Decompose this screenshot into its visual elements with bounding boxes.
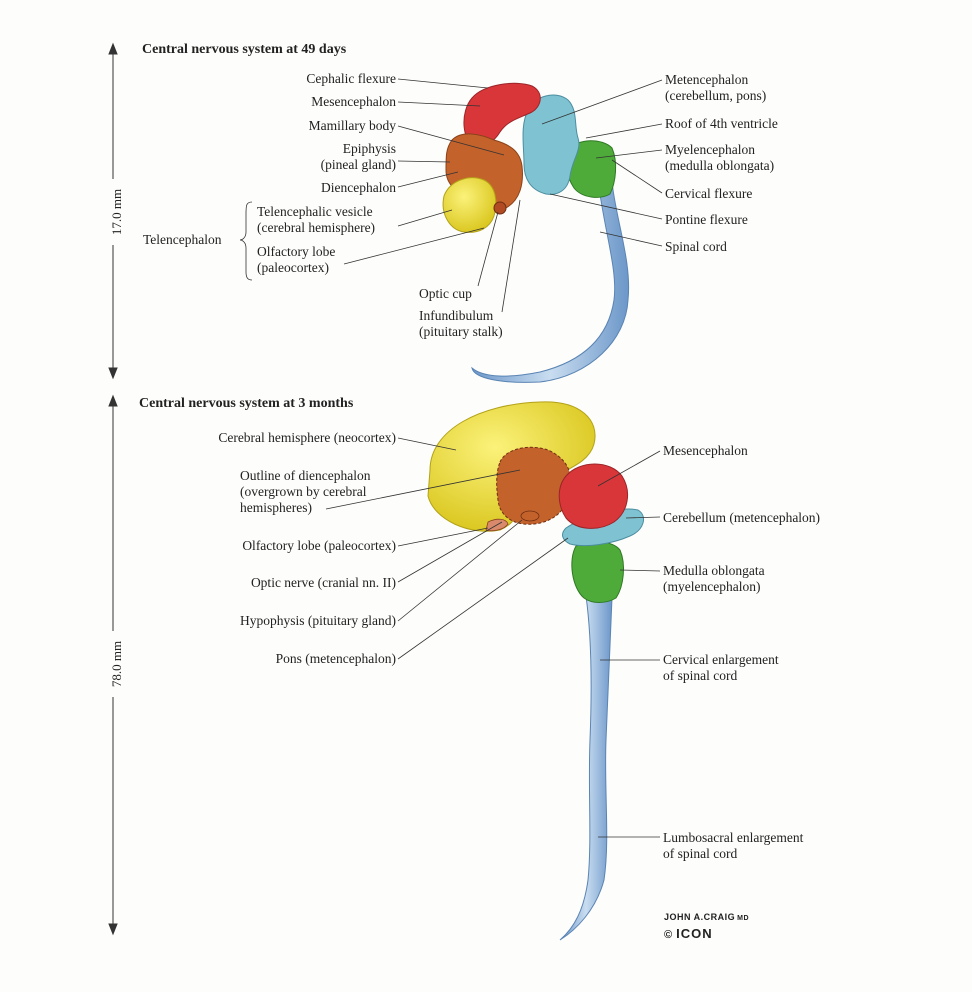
- embryo-49-days-drawing: [442, 82, 630, 383]
- leader-lines-49: [239, 78, 663, 313]
- label-cervical-line2: of spinal cord: [663, 668, 738, 683]
- signature-suffix: MD: [737, 915, 750, 922]
- label-lumbosacral-line1: Lumbosacral enlargement: [663, 830, 804, 845]
- metencephalon-49: [522, 94, 580, 195]
- label-telencephalon: Telencephalon: [143, 232, 222, 247]
- leader-lines-3m: [325, 437, 661, 838]
- label-spinal-cord-49: Spinal cord: [665, 239, 727, 254]
- spinal-cord-3m: [559, 595, 613, 941]
- label-cephalic-flexure: Cephalic flexure: [306, 71, 396, 86]
- hypophysis-3m: [520, 510, 540, 522]
- label-diencephalon-49: Diencephalon: [321, 180, 396, 195]
- signature-artist: JOHN A.CRAIG: [664, 912, 736, 922]
- label-olfactory-lobe-line1: Olfactory lobe: [257, 244, 336, 259]
- label-cerebral-hemisphere: Cerebral hemisphere (neocortex): [218, 430, 396, 445]
- label-infundibulum: Infundibulum (pituitary stalk): [419, 308, 503, 340]
- scale-label-49-days: 17.0 mm: [109, 179, 125, 245]
- label-hypophysis: Hypophysis (pituitary gland): [240, 613, 396, 628]
- label-epiphysis: Epiphysis (pineal gland): [321, 141, 396, 173]
- label-metencephalon-49: Metencephalon (cerebellum, pons): [665, 72, 766, 104]
- copyright-symbol: ©: [664, 929, 673, 941]
- label-roof-4th-ventricle: Roof of 4th ventricle: [665, 116, 778, 131]
- scale-label-3-months: 78.0 mm: [109, 631, 125, 697]
- label-telencephalic-vesicle-line1: Telencephalic vesicle: [257, 204, 373, 219]
- label-metencephalon-line1: Metencephalon: [665, 72, 749, 87]
- publisher-mark: © ICON: [664, 926, 713, 941]
- label-cervical-line1: Cervical enlargement: [663, 652, 779, 667]
- publisher-logo: ICON: [676, 926, 713, 941]
- panel-title-49-days: Central nervous system at 49 days: [142, 42, 347, 57]
- label-medulla-oblongata: Medulla oblongata (myelencephalon): [663, 563, 765, 595]
- label-olfactory-lobe-line2: (paleocortex): [257, 260, 329, 275]
- label-pontine-flexure: Pontine flexure: [665, 212, 748, 227]
- label-cerebellum: Cerebellum (metencephalon): [663, 510, 821, 525]
- medulla-3m: [571, 541, 624, 603]
- label-infundibulum-line1: Infundibulum: [419, 308, 494, 323]
- optic-cup-49: [493, 201, 507, 215]
- label-telencephalic-vesicle: Telencephalic vesicle (cerebral hemisphe…: [257, 204, 375, 236]
- telencephalic-vesicle-49: [442, 177, 497, 233]
- label-optic-nerve: Optic nerve (cranial nn. II): [250, 575, 396, 590]
- label-lumbosacral-enlargement: Lumbosacral enlargement of spinal cord: [663, 830, 803, 862]
- label-epiphysis-line1: Epiphysis: [342, 141, 396, 156]
- label-outline-diencephalon-line1: Outline of diencephalon: [240, 468, 371, 483]
- label-myelencephalon-line2: (medulla oblongata): [665, 158, 775, 173]
- label-metencephalon-line2: (cerebellum, pons): [665, 88, 767, 103]
- label-medulla-line2: (myelencephalon): [663, 579, 761, 594]
- label-medulla-line1: Medulla oblongata: [663, 563, 765, 578]
- label-myelencephalon-line1: Myelencephalon: [665, 142, 755, 157]
- label-cervical-flexure: Cervical flexure: [665, 186, 753, 201]
- label-pons: Pons (metencephalon): [275, 651, 396, 666]
- embryo-3-months-drawing: [427, 401, 645, 941]
- label-epiphysis-line2: (pineal gland): [320, 157, 396, 172]
- label-outline-diencephalon-line3: hemispheres): [240, 500, 312, 515]
- spinal-cord-49: [471, 179, 630, 383]
- label-mesencephalon-49: Mesencephalon: [311, 94, 396, 109]
- label-olfactory-lobe-49: Olfactory lobe (paleocortex): [257, 244, 335, 276]
- label-outline-diencephalon-line2: (overgrown by cerebral: [240, 484, 367, 499]
- label-cervical-enlargement: Cervical enlargement of spinal cord: [663, 652, 779, 684]
- label-myelencephalon-49: Myelencephalon (medulla oblongata): [665, 142, 774, 174]
- label-mesencephalon-3m: Mesencephalon: [663, 443, 748, 458]
- mesencephalon-3m: [558, 463, 629, 529]
- label-mamillary-body: Mamillary body: [308, 118, 396, 133]
- label-infundibulum-line2: (pituitary stalk): [419, 324, 503, 339]
- label-lumbosacral-line2: of spinal cord: [663, 846, 738, 861]
- diencephalon-outline-3m: [496, 446, 572, 525]
- label-olfactory-lobe-3m: Olfactory lobe (paleocortex): [242, 538, 396, 553]
- label-outline-diencephalon: Outline of diencephalon (overgrown by ce…: [240, 468, 370, 516]
- label-telencephalic-vesicle-line2: (cerebral hemisphere): [257, 220, 376, 235]
- label-optic-cup: Optic cup: [419, 286, 472, 301]
- panel-title-3-months: Central nervous system at 3 months: [139, 396, 354, 411]
